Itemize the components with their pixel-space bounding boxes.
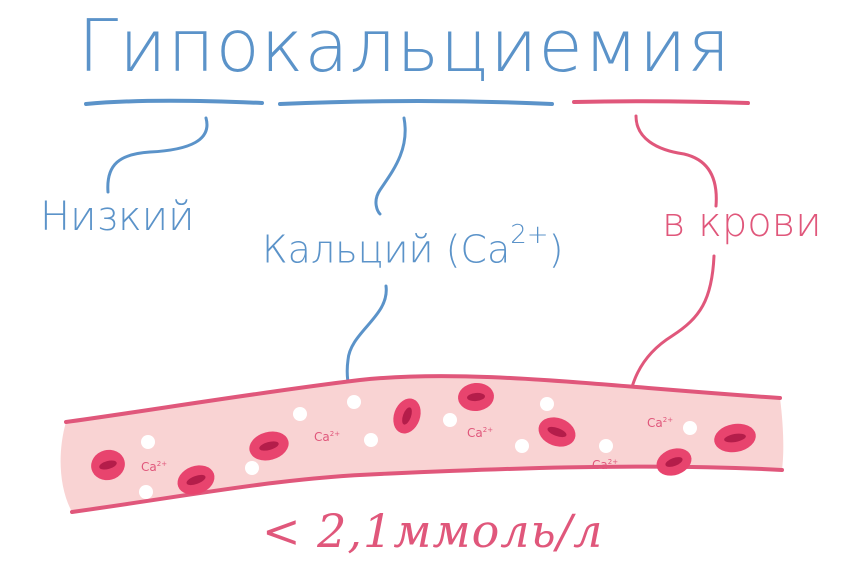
ion-label: Ca2+ (592, 458, 618, 472)
ion-charge: 2+ (608, 458, 618, 466)
ion-symbol: Ca (647, 416, 663, 430)
page-title: Гипокальциемия (78, 4, 731, 88)
connector-calcium (376, 118, 405, 214)
connector-blood (636, 116, 716, 206)
label-in-blood: в крови (662, 200, 822, 246)
calcium-dot (515, 439, 529, 453)
ion-charge: 2+ (330, 430, 340, 438)
label-calcium-charge: 2+ (510, 220, 548, 250)
calcium-dot (347, 395, 361, 409)
label-calcium: Кальций (Ca2+) (262, 226, 563, 272)
calcium-dot (599, 439, 613, 453)
calcium-dot (245, 461, 259, 475)
calcium-dot (683, 421, 697, 435)
calcium-dot (364, 433, 378, 447)
label-calcium-text: Кальций (Ca (262, 228, 510, 272)
underline-calcium (280, 101, 552, 104)
ion-symbol: Ca (467, 426, 483, 440)
blood-vessel (61, 376, 784, 512)
underline-low (86, 101, 262, 104)
connector-low (108, 118, 207, 192)
ion-charge: 2+ (483, 426, 493, 434)
ion-label: Ca2+ (467, 426, 493, 440)
ion-symbol: Ca (141, 460, 157, 474)
threshold-value: < 2,1ммоль/л (262, 504, 603, 558)
ion-charge: 2+ (663, 416, 673, 424)
underline-blood (574, 101, 748, 103)
ion-symbol: Ca (592, 458, 608, 472)
ion-label: Ca2+ (314, 430, 340, 444)
ion-label: Ca2+ (647, 416, 673, 430)
ion-charge: 2+ (157, 460, 167, 468)
calcium-dot (443, 413, 457, 427)
calcium-dot (293, 407, 307, 421)
calcium-dot (139, 485, 153, 499)
calcium-dot (141, 435, 155, 449)
label-calcium-close: ) (549, 228, 564, 272)
ion-label: Ca2+ (141, 460, 167, 474)
label-low: Низкий (40, 194, 195, 240)
ion-symbol: Ca (314, 430, 330, 444)
calcium-dot (540, 397, 554, 411)
